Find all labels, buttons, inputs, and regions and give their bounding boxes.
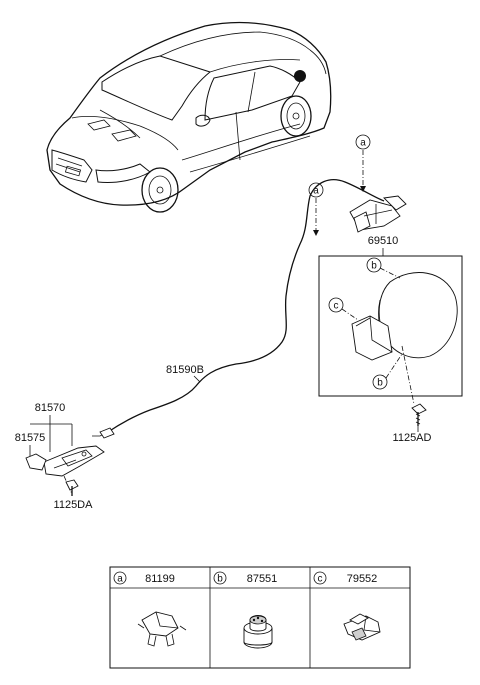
label-81570: 81570 [35, 402, 66, 414]
spring-79552-icon [343, 613, 381, 641]
callout-a-top-letter: a [360, 138, 366, 149]
release-lever-assy [25, 445, 105, 495]
car-illustration [46, 21, 332, 213]
label-81575: 81575 [15, 432, 46, 444]
legend-b-part: 87551 [247, 573, 278, 585]
bolt-1125DA [65, 479, 79, 496]
cable-end-fitting [99, 427, 115, 439]
legend-table: a 81199 b 87551 c 79552 [109, 566, 411, 669]
label-1125DA: 1125DA [54, 499, 94, 511]
callout-b-bottom-letter: b [377, 378, 383, 389]
legend-c-letter: c [318, 574, 323, 585]
label-69510: 69510 [368, 235, 399, 247]
label-1125AD: 1125AD [393, 432, 432, 444]
callout-a-cable-letter: a [313, 186, 319, 197]
callout-a-cable: a [308, 182, 324, 236]
label-81590B: 81590B [166, 364, 204, 376]
legend-a-letter: a [117, 574, 123, 585]
bolt-1125AD [411, 403, 427, 432]
clip-81199-icon [137, 611, 187, 647]
callout-a-top: a [355, 134, 371, 192]
legend-frame [109, 566, 411, 669]
callout-c-letter: c [334, 301, 339, 312]
legend-a-part: 81199 [145, 573, 175, 585]
lever-cover [25, 453, 47, 471]
fuel-filler-door-assy: b c b [318, 255, 463, 405]
cable-actuator [349, 195, 407, 233]
legend-c-part: 79552 [347, 573, 378, 585]
bumper-87551-icon [243, 615, 273, 649]
legend-b-letter: b [217, 574, 223, 585]
callout-b-top-letter: b [371, 261, 377, 272]
fuel-door-marker [294, 70, 306, 82]
fuel-filler-release-cable [92, 179, 385, 439]
